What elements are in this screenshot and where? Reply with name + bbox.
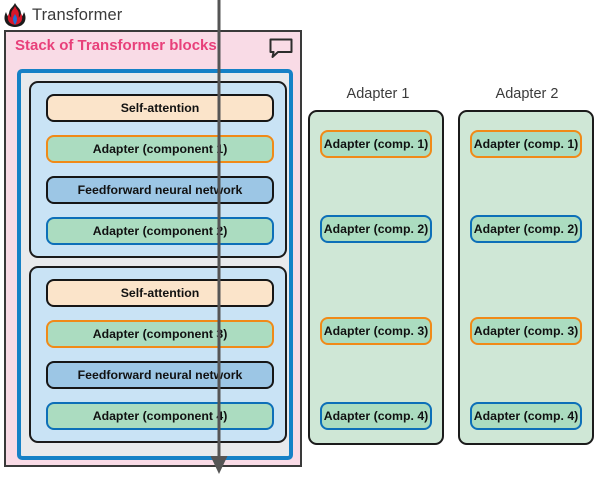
adapter-2-column: Adapter (comp. 1) Adapter (comp. 2) Adap… xyxy=(458,110,594,445)
block2-feedforward-network[interactable]: Feedforward neural network xyxy=(46,361,274,389)
adapter1-chip-comp-3[interactable]: Adapter (comp. 3) xyxy=(320,317,432,345)
stack-header-label: Stack of Transformer blocks xyxy=(15,37,217,54)
transformer-stack-panel: Stack of Transformer blocks Self-attenti… xyxy=(4,30,302,467)
speech-bubble-icon[interactable] xyxy=(269,38,293,60)
block1-adapter-component-2[interactable]: Adapter (component 2) xyxy=(46,217,274,245)
block2-adapter-component-4[interactable]: Adapter (component 4) xyxy=(46,402,274,430)
adapter-2-title: Adapter 2 xyxy=(495,86,559,102)
adapter-1-title: Adapter 1 xyxy=(346,86,410,102)
transformer-block-1: Self-attention Adapter (component 1) Fee… xyxy=(29,81,287,258)
adapter2-chip-comp-4[interactable]: Adapter (comp. 4) xyxy=(470,402,582,430)
adapter2-chip-comp-3[interactable]: Adapter (comp. 3) xyxy=(470,317,582,345)
block1-feedforward-network[interactable]: Feedforward neural network xyxy=(46,176,274,204)
page-title: Transformer xyxy=(32,5,123,24)
transformer-block-2: Self-attention Adapter (component 3) Fee… xyxy=(29,266,287,443)
adapter1-chip-comp-4[interactable]: Adapter (comp. 4) xyxy=(320,402,432,430)
adapter2-chip-comp-2[interactable]: Adapter (comp. 2) xyxy=(470,215,582,243)
block1-adapter-component-1[interactable]: Adapter (component 1) xyxy=(46,135,274,163)
flame-icon xyxy=(4,3,26,27)
block2-adapter-component-3[interactable]: Adapter (component 3) xyxy=(46,320,274,348)
block2-self-attention[interactable]: Self-attention xyxy=(46,279,274,307)
adapter-1-column: Adapter (comp. 1) Adapter (comp. 2) Adap… xyxy=(308,110,444,445)
adapter1-chip-comp-1[interactable]: Adapter (comp. 1) xyxy=(320,130,432,158)
block1-self-attention[interactable]: Self-attention xyxy=(46,94,274,122)
app-header: Transformer xyxy=(4,2,122,28)
stack-blue-frame: Self-attention Adapter (component 1) Fee… xyxy=(17,69,293,460)
adapter1-chip-comp-2[interactable]: Adapter (comp. 2) xyxy=(320,215,432,243)
adapter2-chip-comp-1[interactable]: Adapter (comp. 1) xyxy=(470,130,582,158)
